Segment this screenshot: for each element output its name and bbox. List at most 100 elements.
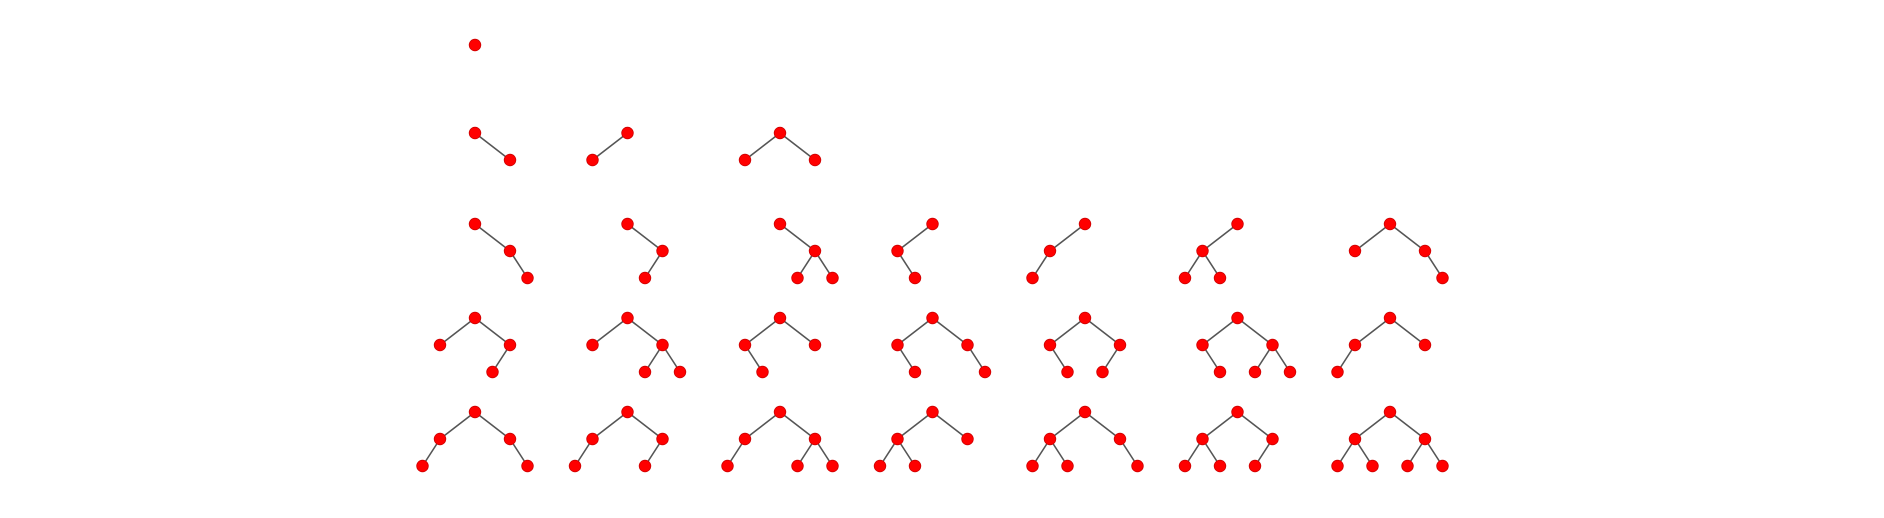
tree-node xyxy=(1248,365,1262,379)
tree-node xyxy=(638,271,652,285)
tree-node xyxy=(1283,365,1297,379)
tree-root-node xyxy=(468,405,482,419)
trees-layer xyxy=(416,38,1449,473)
tree-node xyxy=(503,338,517,352)
tree-3-6 xyxy=(1178,217,1244,285)
tree-root-node xyxy=(468,311,482,325)
tree-edge xyxy=(1237,317,1273,346)
tree-node xyxy=(503,432,517,446)
tree-edge xyxy=(627,223,663,252)
tree-edge xyxy=(744,411,781,440)
tree-node xyxy=(433,338,447,352)
tree-node xyxy=(1418,338,1432,352)
tree-edge xyxy=(779,223,816,252)
tree-node xyxy=(1043,244,1057,258)
tree-root-node xyxy=(1078,311,1092,325)
tree-node xyxy=(908,459,922,473)
tree-edge xyxy=(1202,223,1238,252)
tree-node xyxy=(791,271,804,285)
tree-root-node xyxy=(1383,311,1397,325)
tree-node xyxy=(961,432,974,446)
tree-node xyxy=(873,459,887,473)
tree-edge xyxy=(474,317,511,346)
tree-node xyxy=(656,338,669,352)
tree-node xyxy=(586,153,599,167)
tree-3-3 xyxy=(773,217,839,285)
tree-edge xyxy=(1049,411,1086,440)
tree-edge xyxy=(1389,411,1426,440)
tree-edge xyxy=(897,223,933,252)
tree-root-node xyxy=(1078,405,1092,419)
tree-edge xyxy=(779,411,816,440)
tree-node xyxy=(638,365,652,379)
tree-root-node xyxy=(773,217,787,231)
tree-node xyxy=(521,271,534,285)
tree-1-1 xyxy=(468,38,482,52)
tree-node xyxy=(1331,459,1344,473)
tree-node xyxy=(433,432,447,446)
tree-4-1 xyxy=(433,311,517,379)
tree-node xyxy=(1401,459,1414,473)
tree-root-node xyxy=(621,311,634,325)
tree-edge xyxy=(1084,317,1121,346)
tree-root-node xyxy=(1383,405,1397,419)
tree-edge xyxy=(627,317,663,346)
tree-edge xyxy=(1084,411,1121,440)
tree-root-node xyxy=(773,311,787,325)
tree-node xyxy=(1026,459,1039,473)
tree-edge xyxy=(1354,317,1391,346)
tree-node xyxy=(1131,459,1144,473)
tree-edge xyxy=(1202,411,1238,440)
tree-node xyxy=(826,459,839,473)
tree-root-node xyxy=(468,38,482,52)
tree-node xyxy=(1436,459,1449,473)
tree-node xyxy=(738,153,752,167)
tree-node xyxy=(978,365,992,379)
tree-edge xyxy=(1049,317,1086,346)
tree-node xyxy=(908,365,922,379)
tree-edge xyxy=(897,317,933,346)
tree-edge xyxy=(474,132,511,161)
tree-node xyxy=(521,459,534,473)
tree-node xyxy=(416,459,429,473)
tree-node xyxy=(891,338,904,352)
tree-node xyxy=(1178,459,1192,473)
tree-node xyxy=(1266,338,1279,352)
tree-4-4 xyxy=(891,311,992,379)
tree-node xyxy=(1418,244,1432,258)
tree-node xyxy=(1061,459,1074,473)
tree-root-node xyxy=(926,217,939,231)
tree-node xyxy=(1196,338,1209,352)
tree-edge xyxy=(474,223,511,252)
tree-2-1 xyxy=(468,126,517,167)
tree-node xyxy=(808,432,822,446)
tree-3-4 xyxy=(891,217,939,285)
tree-row-4 xyxy=(433,311,1432,379)
tree-node xyxy=(486,365,499,379)
tree-edge xyxy=(1389,317,1426,346)
tree-edge xyxy=(592,132,628,161)
tree-node xyxy=(1248,459,1262,473)
tree-node xyxy=(1436,271,1449,285)
tree-node xyxy=(656,244,669,258)
tree-4-6 xyxy=(1196,311,1297,379)
tree-5-3 xyxy=(721,405,839,473)
tree-edge xyxy=(592,411,628,440)
tree-4-5 xyxy=(1043,311,1127,379)
tree-node xyxy=(1348,244,1362,258)
tree-root-node xyxy=(1231,217,1244,231)
tree-root-node xyxy=(468,217,482,231)
tree-5-5 xyxy=(1026,405,1144,473)
tree-edge xyxy=(1202,317,1238,346)
tree-node xyxy=(1061,365,1074,379)
tree-root-node xyxy=(621,217,634,231)
tree-3-5 xyxy=(1026,217,1092,285)
tree-node xyxy=(808,338,822,352)
tree-3-2 xyxy=(621,217,669,285)
tree-edge xyxy=(779,317,816,346)
tree-node xyxy=(1196,432,1209,446)
tree-node xyxy=(1043,338,1057,352)
tree-node xyxy=(1178,271,1192,285)
tree-node xyxy=(1266,432,1279,446)
